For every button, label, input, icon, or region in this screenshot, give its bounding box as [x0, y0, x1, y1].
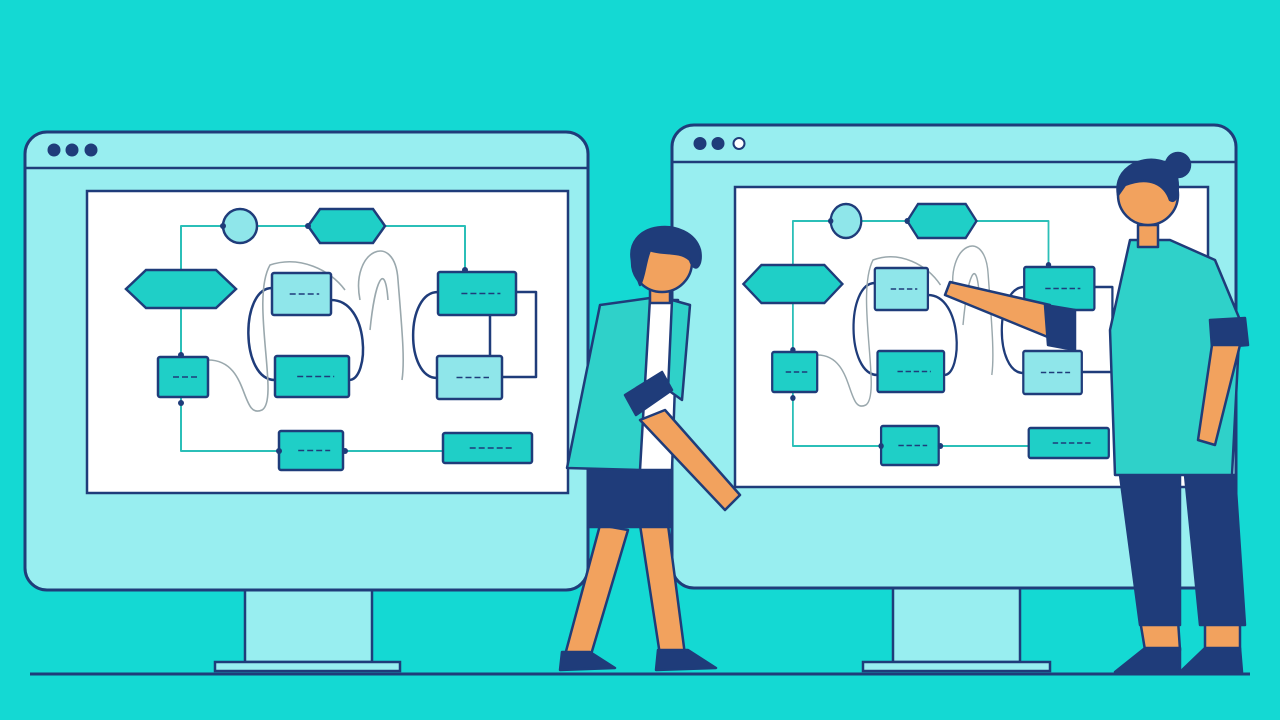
monitor-stand [243, 588, 374, 664]
connector-line [792, 220, 831, 265]
connector-line [976, 220, 1050, 267]
arrow-head-icon [790, 347, 796, 353]
arrow-head-icon [904, 218, 910, 224]
decision-node [905, 202, 978, 240]
connector-line [385, 225, 466, 272]
window-dot-icon [47, 143, 61, 157]
decision-node [741, 263, 845, 305]
process-node [1027, 426, 1110, 460]
jacket [666, 298, 692, 402]
connector-line [792, 392, 882, 447]
arrow-head-icon [462, 267, 468, 273]
loop-connector [247, 286, 276, 382]
loop-connector [502, 290, 538, 379]
sleeve-cuff [1208, 316, 1250, 350]
arrow-head-icon [178, 400, 184, 406]
window-dot-icon [711, 137, 725, 150]
decision-node [306, 207, 387, 245]
monitor-base [213, 660, 402, 673]
arm [638, 408, 742, 512]
arrow-head-icon [1045, 262, 1052, 268]
person-right [943, 151, 1250, 674]
monitor-stand [891, 586, 1022, 664]
window-dot-icon [65, 143, 79, 157]
process-node [436, 270, 518, 317]
loop-connector [411, 290, 439, 380]
arrow-head-icon [937, 443, 944, 449]
connector-line [180, 225, 223, 270]
hair [630, 225, 702, 287]
arrow-head-icon [276, 448, 282, 454]
arrow-head-icon [178, 352, 184, 358]
jacket [565, 296, 652, 472]
neck [1136, 223, 1160, 249]
loop-connector [852, 281, 878, 377]
start-node [221, 207, 259, 245]
arrow-head-icon [878, 443, 884, 449]
shoe [558, 650, 617, 672]
tangled-wire [357, 250, 405, 381]
tangled-wire [207, 261, 346, 412]
tangled-wire [817, 256, 942, 407]
left-monitor [23, 130, 590, 673]
loop-connector [927, 293, 958, 377]
loop-connector [1000, 285, 1025, 375]
decision-node [124, 268, 238, 310]
arrow-head-icon [220, 223, 226, 229]
flowchart [124, 207, 538, 472]
process-node [441, 431, 534, 465]
tangled-wire [952, 245, 994, 376]
arrow-head-icon [342, 448, 348, 454]
hair [1116, 158, 1179, 203]
sleeve-cuff [623, 370, 674, 417]
window-dot-icon [693, 137, 707, 150]
flowchart [741, 202, 1114, 467]
connector-line [180, 397, 279, 452]
arrow-head-icon [828, 218, 834, 224]
shoe [654, 648, 718, 672]
window-dot-icon [732, 137, 746, 150]
pants [1118, 473, 1182, 627]
arm [1196, 343, 1242, 447]
start-node [829, 202, 863, 240]
person-left [558, 225, 742, 672]
pants [1183, 473, 1247, 627]
shoe [1178, 646, 1244, 674]
loop-connector [330, 298, 365, 382]
hair-bun [1164, 151, 1192, 179]
window-dot-icon [84, 143, 98, 157]
shoe [1113, 646, 1182, 674]
arrow-head-icon [790, 395, 796, 401]
sleeve-cuff [1043, 303, 1077, 352]
monitor-base [861, 660, 1052, 673]
arrow-head-icon [305, 223, 311, 229]
